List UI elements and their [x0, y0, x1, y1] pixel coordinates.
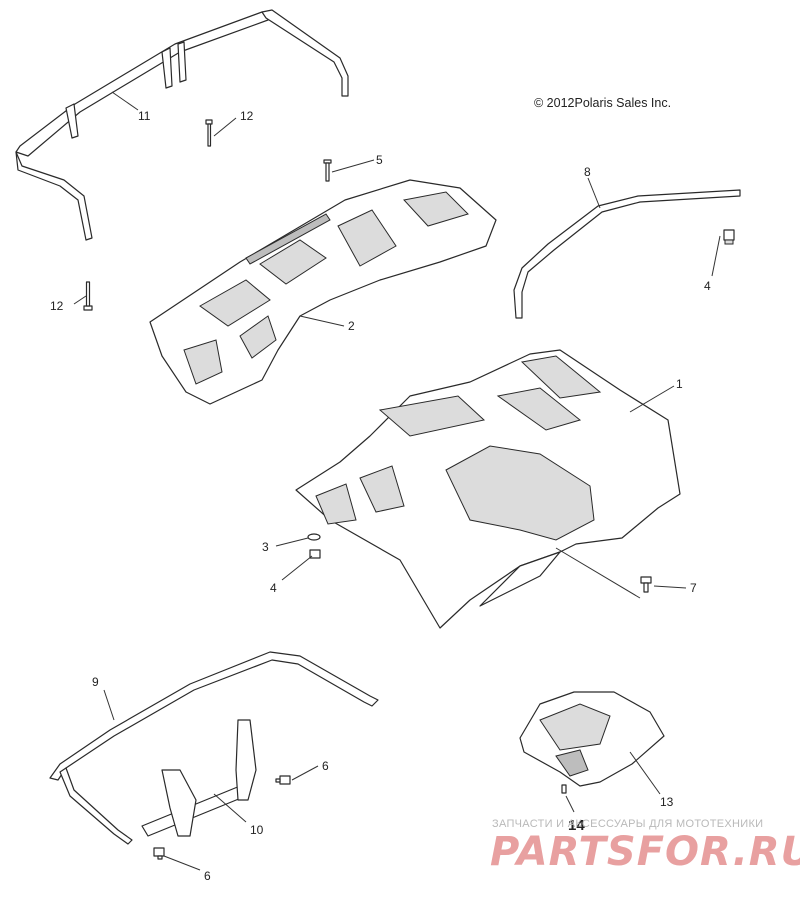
callout-7: 7: [690, 581, 697, 595]
callout-8: 8: [584, 165, 591, 179]
callout-2: 2: [348, 319, 355, 333]
bracket-part: [141, 719, 257, 837]
callout-4-left: 4: [270, 581, 277, 595]
callout-14: 14: [568, 817, 585, 834]
fastener-7: [640, 576, 652, 593]
watermark-logo: PARTSFOR.RU: [490, 829, 800, 875]
bolt-12-top: [205, 119, 213, 147]
callout-4-right: 4: [704, 279, 711, 293]
bumper-part: [49, 651, 379, 845]
callout-6-lower: 6: [204, 869, 211, 883]
rack-panel-part: [149, 179, 497, 405]
callout-13: 13: [660, 795, 674, 809]
callout-labels: 11 12 5 8 4 12 2 1 3 4 7 9 6 13 10 14 6: [50, 109, 711, 883]
callout-5: 5: [376, 153, 383, 167]
callout-12-top: 12: [240, 109, 254, 123]
fastener-6-upper: [275, 775, 291, 785]
callout-12-left: 12: [50, 299, 64, 313]
nut-4-left: [309, 549, 321, 559]
screw-14: [561, 784, 567, 794]
leader-lines: [73, 91, 721, 871]
washer-3: [307, 533, 321, 541]
callout-3: 3: [262, 540, 269, 554]
callout-11: 11: [138, 109, 151, 123]
callout-9: 9: [92, 675, 99, 689]
copyright-text: © 2012Polaris Sales Inc.: [534, 96, 672, 110]
rack-rail-part: [15, 9, 349, 241]
callout-10: 10: [250, 823, 264, 837]
side-rail-part: [513, 189, 741, 319]
callout-1: 1: [676, 377, 683, 391]
fastener-6-lower: [153, 847, 165, 860]
nut-4-right: [723, 229, 735, 245]
panel-13-part: [519, 691, 665, 787]
watermark-tagline: ЗАПЧАСТИ И АКСЕССУАРЫ ДЛЯ МОТОТЕХНИКИ: [492, 818, 764, 830]
callout-6-upper: 6: [322, 759, 329, 773]
bolt-12-left: [83, 281, 93, 311]
screw-5: [323, 159, 332, 182]
rear-fender-part: [295, 349, 681, 629]
